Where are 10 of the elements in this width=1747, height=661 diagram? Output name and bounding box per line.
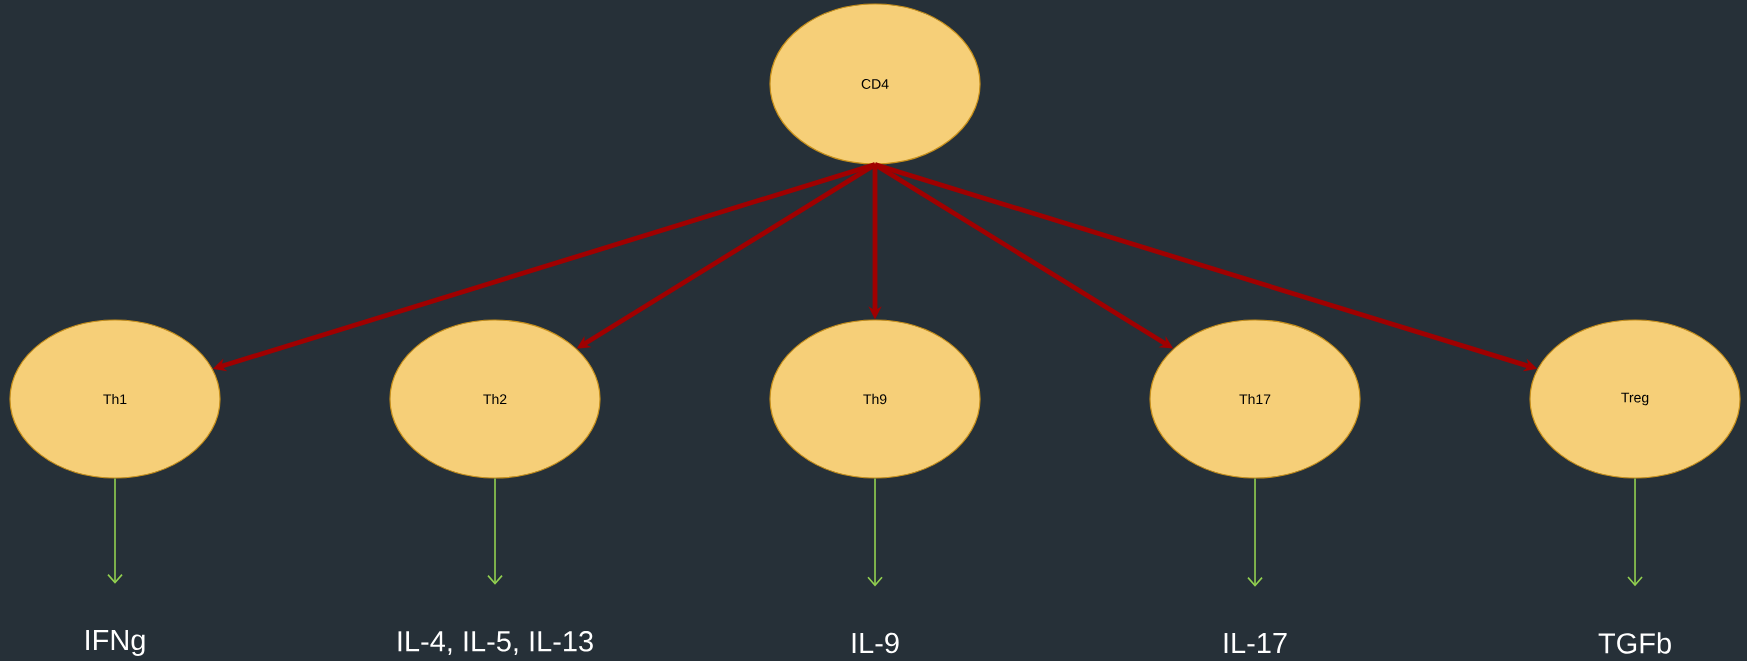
cytokine-label: IFNg <box>86 630 145 656</box>
arrow <box>487 477 503 585</box>
arrow <box>1247 477 1263 587</box>
arrow <box>1627 477 1643 587</box>
cytokine-label: IL-17 <box>1224 633 1287 653</box>
cytokine-label: TGFb <box>1598 632 1671 654</box>
cytokine-label: IL-9 <box>852 632 899 654</box>
cytokine-label: IL-4, IL-5, IL-13 <box>398 631 593 655</box>
arrow <box>107 477 123 584</box>
arrow <box>867 477 883 587</box>
